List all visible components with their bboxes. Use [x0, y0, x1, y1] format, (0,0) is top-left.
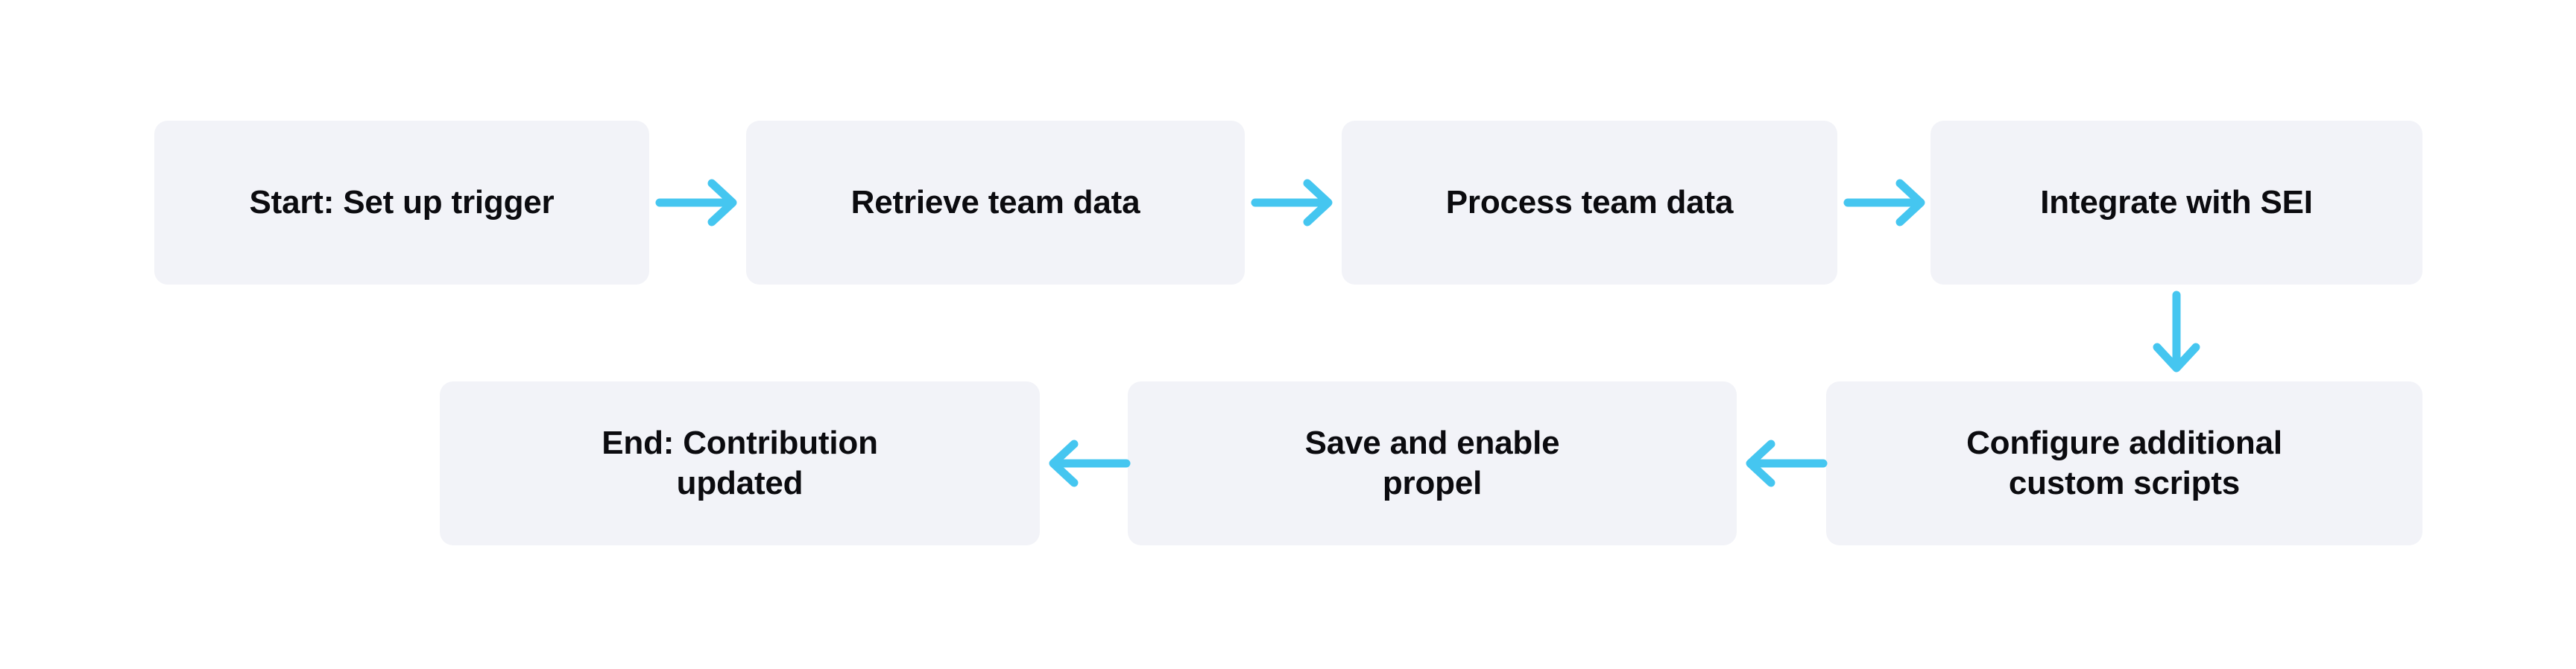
- flow-node-retrieve-team-data-label: Retrieve team data: [850, 184, 1140, 221]
- arrow-left-icon: [1737, 429, 1834, 498]
- flow-node-start[interactable]: Start: Set up trigger: [154, 121, 649, 285]
- flow-node-save-and-enable-propel[interactable]: Save and enable propel: [1128, 381, 1737, 545]
- flow-node-end-contribution-updated-label: End: Contribution updated: [602, 425, 878, 501]
- flow-node-integrate-with-sei[interactable]: Integrate with SEI: [1931, 121, 2422, 285]
- flow-node-process-team-data-label: Process team data: [1445, 184, 1734, 221]
- arrow-left-icon: [1040, 429, 1137, 498]
- arrow-right-icon: [1837, 168, 1934, 237]
- flow-node-configure-custom-scripts-label: Configure additional custom scripts: [1966, 425, 2282, 501]
- flow-node-save-and-enable-propel-label: Save and enable propel: [1304, 425, 1560, 501]
- arrow-right-icon: [1245, 168, 1342, 237]
- flow-node-integrate-with-sei-label: Integrate with SEI: [2040, 184, 2313, 221]
- flow-node-end-contribution-updated[interactable]: End: Contribution updated: [440, 381, 1040, 545]
- flow-node-configure-custom-scripts[interactable]: Configure additional custom scripts: [1826, 381, 2422, 545]
- flow-node-retrieve-team-data[interactable]: Retrieve team data: [746, 121, 1245, 285]
- flow-node-start-label: Start: Set up trigger: [249, 184, 555, 221]
- arrow-right-icon: [649, 168, 746, 237]
- arrow-down-icon: [2142, 285, 2211, 381]
- flow-node-process-team-data[interactable]: Process team data: [1342, 121, 1837, 285]
